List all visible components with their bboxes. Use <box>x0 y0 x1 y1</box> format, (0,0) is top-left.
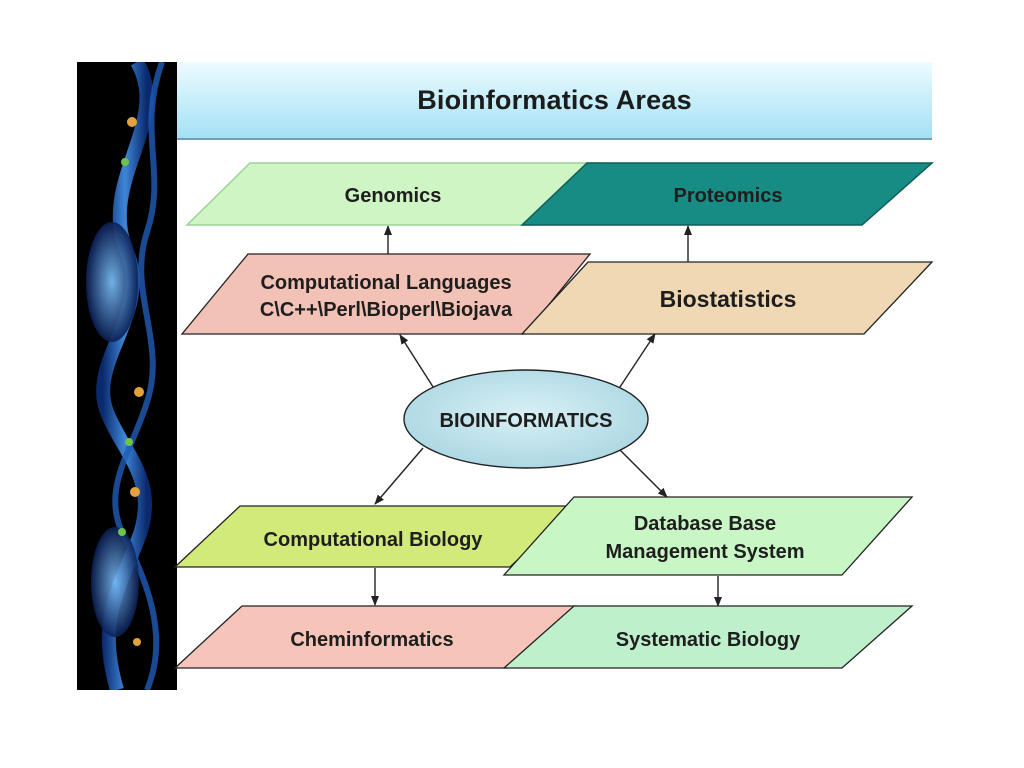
database-management-line1: Database Base <box>634 513 776 535</box>
proteomics-shape <box>520 162 934 226</box>
node-cheminformatics: Cheminformatics <box>173 605 578 669</box>
title-bar: Bioinformatics Areas <box>177 62 932 140</box>
center-ellipse <box>403 369 649 469</box>
computational-biology-label: Computational Biology <box>264 529 484 551</box>
systematic-biology-label: Systematic Biology <box>616 629 801 651</box>
database-management-line2: Management System <box>606 541 805 563</box>
arrow-to-computational-languages <box>399 334 436 391</box>
center-label: BIOINFORMATICS <box>440 410 613 432</box>
node-systematic-biology: Systematic Biology <box>502 605 914 669</box>
node-computational-languages: Computational Languages C\C++\Perl\Biope… <box>180 253 592 335</box>
computational-biology-shape <box>173 505 577 568</box>
computational-languages-line1: Computational Languages <box>260 272 511 294</box>
proteomics-label: Proteomics <box>674 185 783 207</box>
arrow-to-database-management <box>619 449 668 498</box>
computational-languages-shape <box>180 253 592 335</box>
dna-helix-decoration <box>77 62 177 690</box>
computational-languages-line2: C\C++\Perl\Bioperl\Biojava <box>260 299 513 321</box>
genomics-label: Genomics <box>345 185 442 207</box>
connector-arrows <box>371 225 722 607</box>
database-management-shape <box>502 496 914 576</box>
biostatistics-label: Biostatistics <box>660 286 797 312</box>
cheminformatics-label: Cheminformatics <box>290 629 453 651</box>
node-biostatistics: Biostatistics <box>520 261 934 335</box>
biostatistics-shape <box>520 261 934 335</box>
node-proteomics: Proteomics <box>520 162 934 226</box>
arrow-to-computational-biology <box>374 447 424 505</box>
dna-helix-image <box>77 62 177 690</box>
systematic-biology-shape <box>502 605 914 669</box>
slide-title: Bioinformatics Areas <box>417 84 692 115</box>
node-database-management: Database Base Management System <box>502 496 914 576</box>
node-computational-biology: Computational Biology <box>173 505 577 568</box>
arrow-to-biostatistics <box>617 333 656 391</box>
node-genomics: Genomics <box>185 162 602 226</box>
center-node-bioinformatics: BIOINFORMATICS <box>403 369 649 469</box>
